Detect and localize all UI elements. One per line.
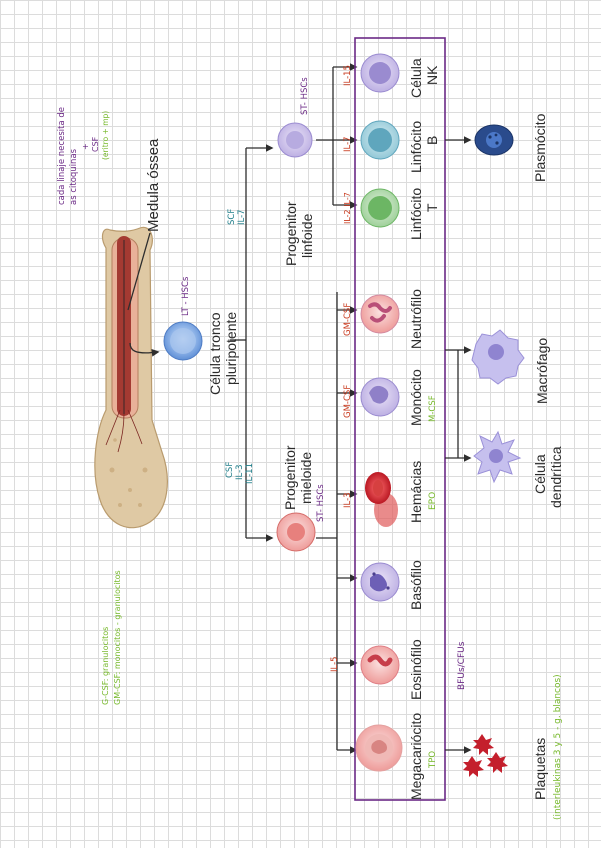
gcsf-note: G-CSF: granulocitos [101,627,110,705]
lymphoid-tag: ST- HSCs [300,77,310,115]
monocyte-icon [360,377,400,417]
rbc-note: EPO [428,492,438,510]
cytokine-b: IL-7 [343,136,353,152]
b-cell-icon [360,120,400,160]
myeloid-cytokines-2: IL-3 [235,464,245,480]
stem-tag: LT - HSCs [181,276,191,316]
b-cell-label-2: B [424,136,440,145]
cytokine-nk: IL-15 [343,65,353,86]
top-note: cada linaje necesita de as citoquinas + … [57,107,110,205]
neutrophil-label: Neutrófilo [408,289,424,349]
t-cell-icon [360,188,400,228]
lymphoid-cytokines-1: SCF [227,209,237,225]
myeloid-cytokines-1: CSF [225,462,235,478]
basophil-label: Basófilo [408,560,424,610]
note-line-2: as citoquinas [69,148,79,205]
gmcsf-note: GM-CSF: monocitos - granulocitos [113,570,122,705]
macrophage-label: Macrófago [534,338,550,404]
maturation-arrows [445,136,472,754]
monocyte-label: Monócito [408,369,424,426]
cytokine-t: IL-2 IL-7 [343,192,352,224]
t-cell-label-2: T [424,203,440,212]
stem-label-2: pluripotente [223,312,239,385]
dendritic-label-2: dendrítica [548,446,564,508]
myeloid-cytokines-3: IL-11 [245,463,255,484]
red-blood-cell-icon [365,472,398,527]
bone-illustration [94,226,168,529]
dendritic-cell-icon [473,430,522,484]
macrophage-icon [471,329,525,385]
dendritic-label-1: Célula [532,454,548,494]
basophil-icon [360,562,400,602]
mature-cells-box [354,37,446,801]
lymphoid-label-2: linfoide [299,213,315,258]
platelets-icon [463,734,508,777]
plasmocyte-icon [474,124,514,156]
cytokine-rbc: IL-3 [343,492,353,508]
neutrophil-icon [360,294,400,334]
monocyte-note: M-CSF [428,395,438,422]
bottom-note: G-CSF: granulocitos GM-CSF: monocitos - … [101,570,122,705]
t-cell-label-1: Linfócito [408,188,424,240]
platelets-note: (interleukinas 3 y 5 - g. blancos) [553,674,563,820]
bone-to-stem-arrow [129,342,160,357]
lymphoid-progenitor-cell [277,122,313,158]
lymphoid-cytokines-2: IL-7 [237,209,247,225]
stem-cell [163,321,203,361]
lymphoid-label-1: Progenitor [283,201,299,266]
note-line-1: cada linaje necesita de [57,107,67,205]
trunk-lines [230,144,274,542]
stem-label-1: Célula tronco [207,312,223,395]
bfu-label: BFUs/CFUs [457,641,467,690]
myeloid-label-2: mieloide [298,452,314,504]
note-line-5: (eritro + mp) [101,111,110,160]
note-line-3: + [81,143,90,150]
eosinophil-icon [360,645,400,685]
b-cell-label-1: Linfócito [408,121,424,173]
bone-label: Medula óssea [145,138,162,232]
note-line-4: CSF [91,136,100,152]
megakaryocyte-note: TPO [428,751,438,769]
megakaryocyte-label: Megacariócito [408,713,424,800]
rbc-label: Hemácias [408,461,424,523]
platelets-label: Plaquetas [532,738,548,800]
nk-cell-icon [360,53,400,93]
branch-lines [316,63,358,754]
myeloid-tag: ST- HSCs [316,484,326,522]
bone-pointer [127,232,151,311]
nk-label-1: Célula [408,58,424,98]
myeloid-progenitor-cell [276,512,316,552]
megakaryocyte-icon [355,724,403,772]
myeloid-label-1: Progenitor [282,445,298,510]
cytokine-neutrophil: GM-CSF [343,303,353,336]
cytokine-monocyte: GM-CSF [343,385,353,418]
eosinophil-label: Eosinófilo [408,639,424,700]
plasmocyte-label: Plasmócito [532,113,548,182]
nk-label-2: NK [424,65,440,85]
cytokine-eosinophil: IL-5 [330,656,340,672]
